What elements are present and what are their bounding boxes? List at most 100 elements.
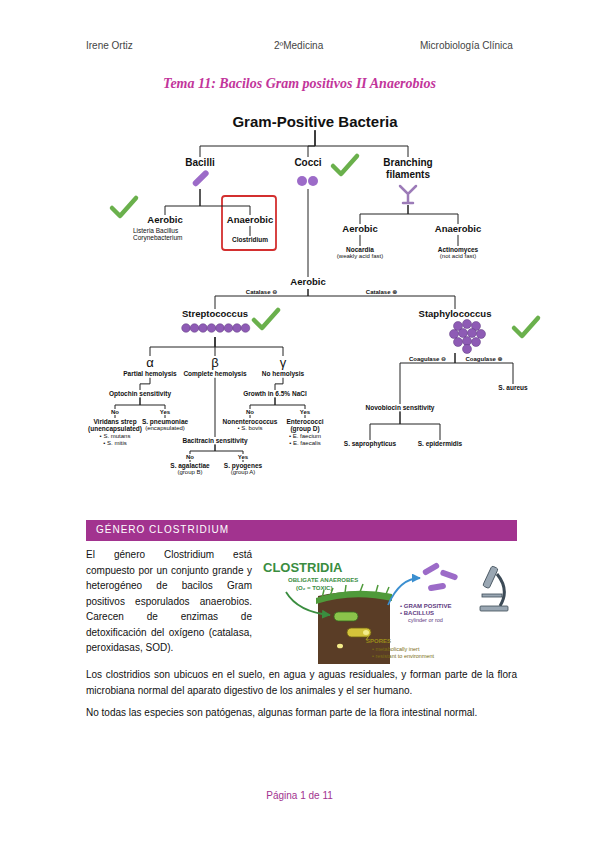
microscope-arm <box>497 574 504 606</box>
node-text: (group A) <box>217 469 269 476</box>
bacterium-shape <box>334 612 358 621</box>
node-text: S. pneumoniae <box>137 418 193 425</box>
illustration-note: OBLIGATE ANAEROBES <box>288 577 378 584</box>
test-node: Optochin sensitivity <box>104 390 176 397</box>
branch-label: Coagulase ⊖ <box>408 355 447 362</box>
check-mark <box>333 156 357 174</box>
tree-branch <box>400 353 455 404</box>
group-node: Aerobic <box>283 277 333 289</box>
cluster-coccus <box>463 320 472 329</box>
node-text: • S. bovis <box>222 425 278 432</box>
tree-branch <box>315 130 408 157</box>
check-mark <box>254 310 278 328</box>
hemolysis-node: βComplete hemolysis <box>180 356 250 378</box>
node-text: Growth in 6.5% NaCl <box>235 390 315 397</box>
body-paragraph: Los clostridios son ubicuos en el suelo,… <box>86 667 517 698</box>
node-text: β <box>180 356 250 370</box>
soil-illustration <box>286 562 508 664</box>
test-node: Novobiocin sensitivity <box>360 404 440 411</box>
illustration-note: • BACILLUS <box>400 610 490 617</box>
tree-branch <box>400 411 440 440</box>
tree-branch <box>360 235 361 246</box>
header-text: Microbiología Clínica <box>420 40 540 52</box>
illustration-note: SPORES <box>366 638 426 645</box>
node-text: Bacilli <box>170 157 230 169</box>
tree-branch <box>308 189 309 277</box>
group-node: Streptococcus <box>175 309 255 337</box>
node-text: S. epidermidis <box>410 440 470 447</box>
chain-coccus <box>216 324 225 333</box>
node-text: Novobiocin sensitivity <box>360 404 440 411</box>
node-text: Aerobic <box>283 277 333 288</box>
coccus-icon <box>297 176 307 186</box>
chain-coccus <box>199 324 208 333</box>
bacillus-icon <box>422 562 441 576</box>
bacillus-icon <box>440 569 459 581</box>
tree-branch <box>165 189 200 215</box>
node-text: Partial hemolysis <box>115 370 185 377</box>
node-text: (encapsulated) <box>137 425 193 432</box>
node-text: • S. mitis <box>88 440 142 447</box>
node-text: Bacitracin sensitivity <box>175 437 255 444</box>
branch-label: Yes <box>299 409 311 415</box>
branch-label: Yes <box>159 409 171 415</box>
hemolysis-node: αPartial hemolysis <box>115 356 185 378</box>
chain-coccus <box>182 324 191 333</box>
cluster-coccus <box>459 329 468 338</box>
illustration-note: • metabolically inert <box>372 646 472 652</box>
illustration-note: (O₂ = TOXIC) <box>296 585 356 592</box>
node-text: Cocci <box>283 157 333 169</box>
tree-branch <box>140 378 150 390</box>
section-band: GÉNERO CLOSTRIDIUM <box>86 520 517 541</box>
microscope-tube <box>483 566 499 589</box>
node-text: S. saprophyticus <box>340 440 400 447</box>
category-node: Bacilli <box>170 157 230 189</box>
node-text: Gram-Positive Bacteria <box>215 113 415 130</box>
node-text: • E. faecalis <box>278 440 333 447</box>
root-node: Gram-Positive Bacteria <box>215 113 415 130</box>
species-node: S. aureus <box>488 384 538 391</box>
species-node: Nocardia(weakly acid fast) <box>325 246 395 260</box>
branch-label: Catalase ⊕ <box>365 288 398 295</box>
tree-branch <box>308 130 315 157</box>
header-text: 2ºMedicina <box>274 40 374 52</box>
species-node: S. saprophyticus <box>340 440 400 447</box>
node-text: Nonenterococcus <box>222 418 278 425</box>
tree-branch <box>250 226 251 236</box>
group-node: Staphylococcus <box>410 309 500 353</box>
category-node: Branching filaments <box>373 157 443 205</box>
branch-label: Coagulase ⊕ <box>464 355 503 362</box>
check-mark <box>112 198 136 216</box>
species-node: S. epidermidis <box>410 440 470 447</box>
pointer-arrow <box>388 578 420 605</box>
tree-branch <box>360 205 408 224</box>
chain-coccus <box>241 324 250 333</box>
microscope-stage <box>482 594 502 597</box>
header-text: Irene Ortiz <box>86 40 236 52</box>
node-text: Complete hemolysis <box>180 370 250 377</box>
node-text: Anaerobic <box>224 215 276 226</box>
coccus-icon <box>308 176 318 186</box>
check-mark <box>514 318 538 336</box>
hemolysis-node: γNo hemolysis <box>253 356 313 378</box>
node-text: Clostridium <box>224 236 276 243</box>
node-text: Branching filaments <box>373 157 443 180</box>
species-node: Viridans strep (unencapsulated)• S. muta… <box>88 418 142 447</box>
chain-coccus <box>190 324 199 333</box>
node-text: (group B) <box>164 469 216 476</box>
tree-branch <box>275 378 283 390</box>
node-text: S. aureus <box>488 384 538 391</box>
group-node: Anaerobic <box>224 215 276 226</box>
chain-coccus <box>207 324 216 333</box>
node-text: S. agalactiae <box>164 462 216 469</box>
body-paragraph: No todas las especies son patógenas, alg… <box>86 705 517 721</box>
illustration-note: • resistant to environment <box>372 653 472 659</box>
pointer-arrow <box>286 592 330 615</box>
branch-label: Catalase ⊖ <box>245 288 278 295</box>
node-text: Actinomyces <box>423 246 493 253</box>
species-node: S. agalactiae(group B) <box>164 462 216 476</box>
body-paragraph: El género Clostridium está compuesto por… <box>86 547 252 656</box>
filament-icon <box>400 186 416 203</box>
